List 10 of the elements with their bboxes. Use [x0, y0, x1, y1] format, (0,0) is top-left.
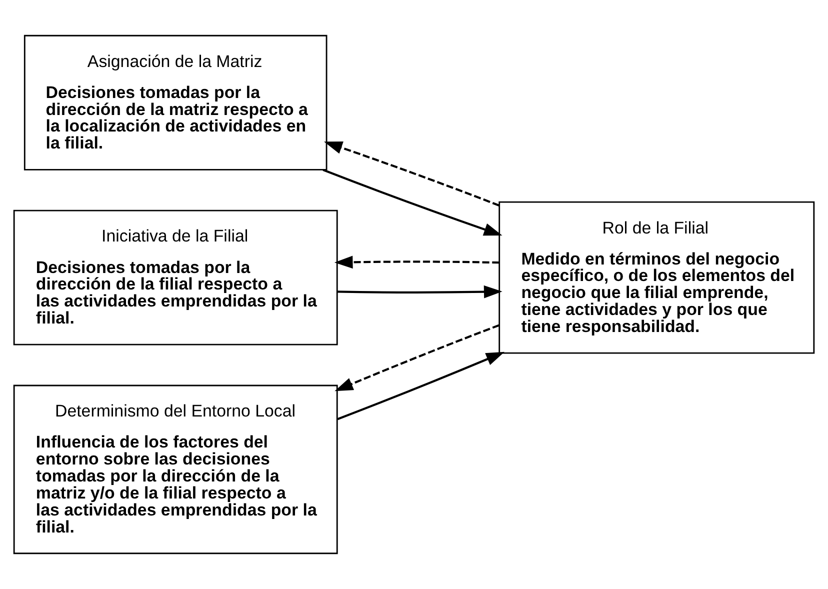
arrow — [338, 285, 502, 298]
node-box: Determinismo del Entorno Local Influencia de los factores del entorno sobre las decisiones tomadas por la dirección de la matriz y/o de la filial respecto a las actividades emprendidas por la filial. — [13, 384, 338, 554]
arrow — [322, 168, 502, 236]
node-box: Rol de la Filial Medido en términos del negocio específico, o de los elementos del negocio que la filial emprende, tiene actividades y por los que tiene responsabilidad. — [498, 201, 815, 354]
node-box: Iniciativa de la Filial Decisiones tomadas por la dirección de la filial respecto a las actividades emprendidas por la filial. — [13, 210, 338, 346]
arrow — [337, 352, 504, 420]
arrow — [334, 256, 500, 269]
node-box: Asignación de la Matriz Decisiones tomadas por la dirección de la matriz respecto a la localización de actividades en la filial. — [24, 34, 328, 170]
arrow — [324, 142, 500, 206]
arrow — [334, 324, 500, 392]
